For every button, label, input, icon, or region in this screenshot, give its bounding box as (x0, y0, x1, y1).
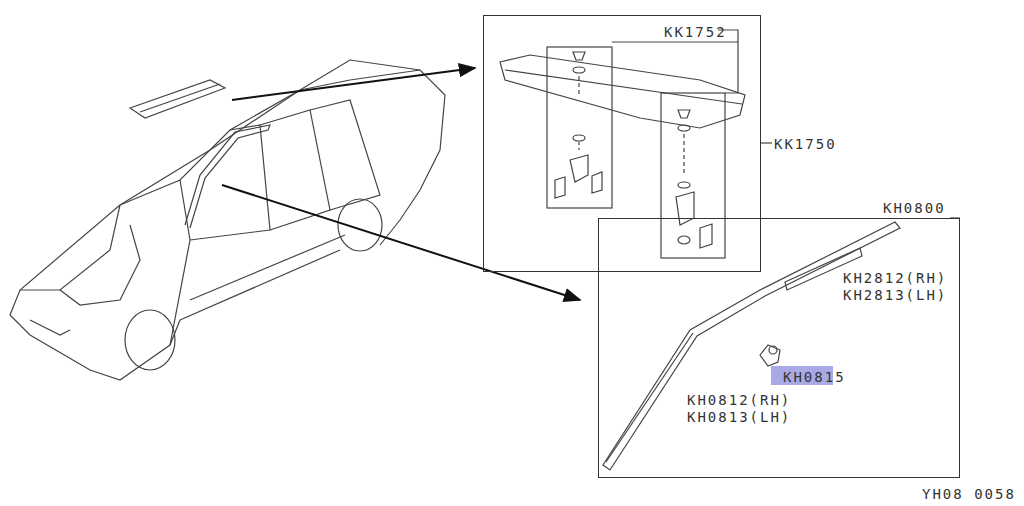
detail-box: KH0800KH2812(RH)KH2813(LH)KH0815KH0812(R… (598, 218, 960, 478)
part-number: KH2813(LH) (843, 287, 947, 303)
pointer-arrow (222, 185, 580, 300)
molding-drawing (603, 218, 960, 470)
part-number: KH0813(LH) (687, 409, 791, 425)
part-number: KH2812(RH) (843, 270, 947, 286)
figure-code: YH08 0058 (922, 486, 1016, 502)
car-drawing (10, 60, 445, 380)
pointer-arrow (232, 68, 475, 100)
spoiler-drawing (500, 30, 772, 258)
part-number: KH0812(RH) (687, 392, 791, 408)
part-number: KH0800 (883, 200, 946, 216)
part-number: KK1752 (664, 24, 727, 40)
part-number: KH0815 (783, 369, 846, 385)
part-number: KK1750 (774, 136, 837, 152)
detail-box: KK1752KK1750 (483, 15, 761, 272)
